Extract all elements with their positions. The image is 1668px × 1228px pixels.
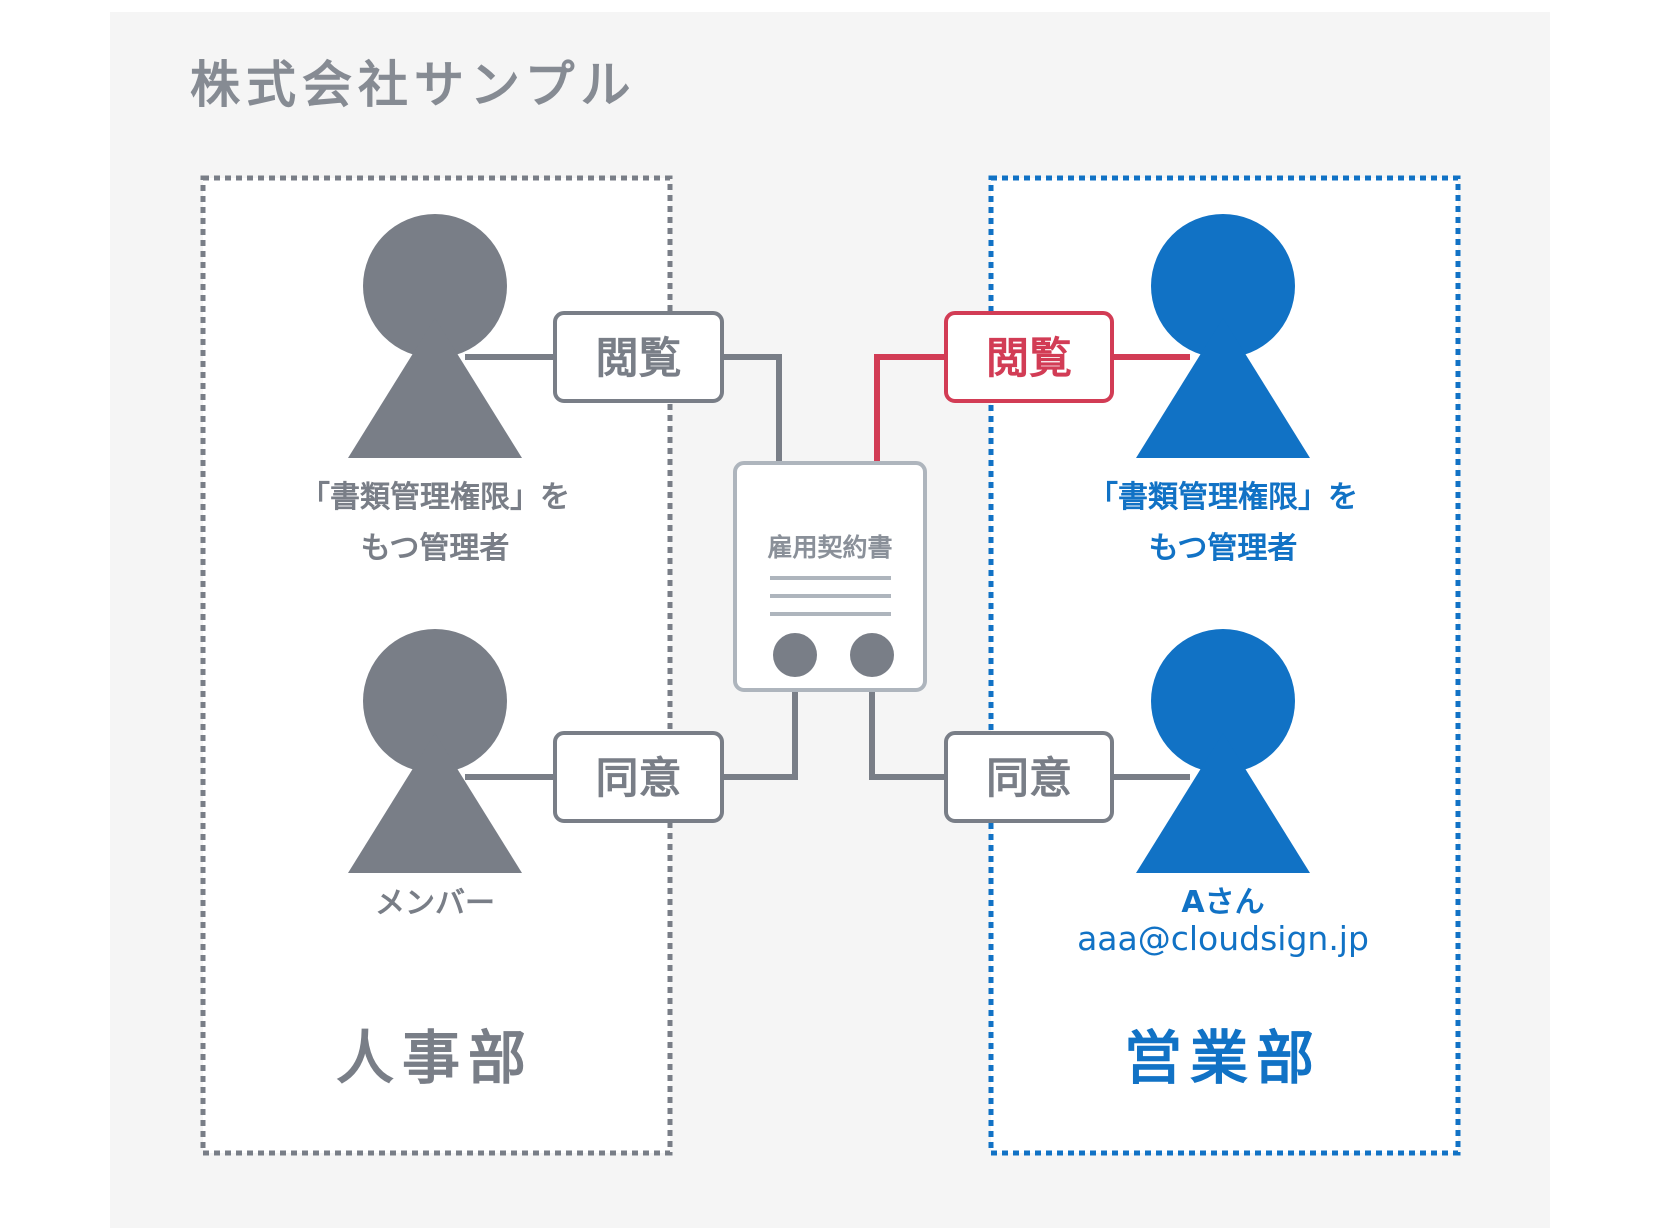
hr-member-connector: [465, 660, 798, 780]
sales-member-name: Aさん: [1181, 885, 1264, 920]
sales-department-name: 営業部: [1124, 1024, 1322, 1092]
sales-admin-permission-label: 閲覧: [944, 311, 1114, 403]
hr-member-person-icon: [348, 629, 522, 873]
document-title: 雇用契約書: [767, 533, 892, 562]
sales-member-permission-label: 同意: [944, 731, 1114, 823]
sales-admin-role-line2: もつ管理者: [1149, 531, 1298, 566]
sales-admin-person-icon: [1136, 214, 1310, 458]
signature-dot-right: [850, 633, 894, 677]
hr-member-role: メンバー: [375, 886, 495, 921]
hr-admin-person-icon: [348, 214, 522, 458]
sales-member-connector: [869, 660, 1190, 780]
hr-member-permission-label: 同意: [553, 731, 724, 823]
hr-admin-connector: [465, 354, 790, 493]
sales-admin-role-line1: 「書類管理権限」を: [1088, 480, 1358, 515]
svg-text:同意: 同意: [596, 754, 682, 804]
signature-dot-left: [773, 633, 817, 677]
hr-admin-role-line1: 「書類管理権限」を: [300, 480, 570, 515]
hr-department-name: 人事部: [336, 1024, 534, 1092]
hr-admin-role-line2: もつ管理者: [361, 531, 510, 566]
sales-member-email[interactable]: aaa@cloudsign.jp: [1077, 919, 1369, 958]
contract-document[interactable]: 雇用契約書: [733, 461, 927, 692]
sales-member-person-icon: [1136, 629, 1310, 873]
hr-admin-permission-label: 閲覧: [553, 311, 724, 403]
sales-admin-connector: [866, 354, 1190, 493]
svg-text:閲覧: 閲覧: [596, 334, 682, 384]
svg-text:同意: 同意: [986, 754, 1072, 804]
svg-text:閲覧: 閲覧: [986, 334, 1072, 384]
company-title: 株式会社サンプル: [190, 56, 637, 114]
